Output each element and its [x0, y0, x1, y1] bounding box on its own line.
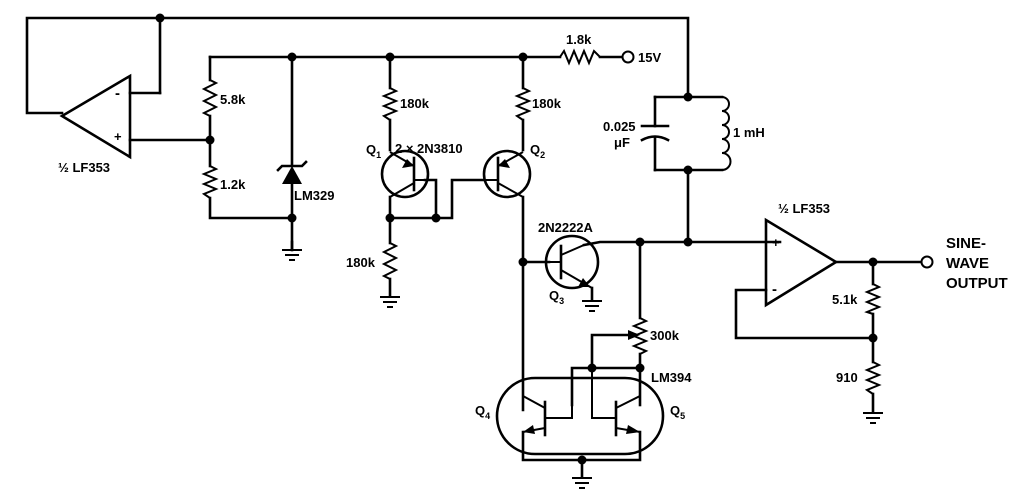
resistor-180k-q1 [381, 87, 399, 121]
label-q2: Q2 [530, 142, 545, 160]
label-2n3810: 2 × 2N3810 [395, 141, 463, 156]
grounds [282, 240, 883, 489]
resistor-5-1k [864, 283, 882, 315]
lm394-pair [495, 368, 665, 456]
ground-output [863, 412, 883, 424]
label-cap-value: 0.025 [603, 119, 636, 134]
label-180k-q1: 180k [400, 96, 430, 111]
opamp-2: + - ½ LF353 [764, 201, 839, 308]
label-910: 910 [836, 370, 858, 385]
opamp2-plus-label: + [772, 235, 780, 250]
label-q1: Q1 [366, 142, 381, 160]
label-2n2222a: 2N2222A [538, 220, 594, 235]
supply-terminal [621, 50, 635, 64]
label-15v: 15V [638, 50, 661, 65]
label-q5: Q5 [670, 403, 685, 421]
output-label-line1: SINE- [946, 235, 986, 252]
transistor-q3 [544, 234, 600, 290]
opamp2-minus-label: - [772, 281, 777, 298]
resistors [201, 48, 882, 395]
resistor-910 [864, 361, 882, 395]
opamp-1: - + ½ LF353 [58, 73, 132, 175]
label-1-8k: 1.8k [566, 32, 592, 47]
label-lm329: LM329 [294, 188, 334, 203]
opamp1-plus-label: + [114, 129, 122, 144]
opamp1-minus-label: - [115, 85, 120, 102]
label-300k: 300k [650, 328, 680, 343]
label-1-2k: 1.2k [220, 177, 246, 192]
transistor-q2 [482, 149, 532, 199]
ground-zener [282, 249, 302, 261]
label-180k-q2: 180k [532, 96, 562, 111]
tank-capacitor [640, 124, 670, 142]
ground-lm394 [572, 477, 592, 489]
label-180k-bottom: 180k [346, 255, 376, 270]
resistor-1-2k [201, 165, 219, 199]
opamp2-label: ½ LF353 [778, 201, 830, 216]
output-terminal [920, 255, 934, 269]
output-label-line2: WAVE [946, 255, 989, 272]
label-q4: Q4 [475, 403, 490, 421]
opamp1-label: ½ LF353 [58, 160, 110, 175]
output-label-line3: OUTPUT [946, 275, 1008, 292]
label-lm394: LM394 [651, 370, 692, 385]
junctions [155, 13, 878, 465]
tank-inductor [721, 96, 732, 171]
wires [25, 16, 922, 479]
label-5-8k: 5.8k [220, 92, 246, 107]
label-5-1k: 5.1k [832, 292, 858, 307]
resistor-5-8k [201, 79, 219, 117]
label-cap-unit: μF [614, 135, 630, 150]
component-labels: 5.8k 1.2k LM329 180k 180k 180k 1.8k 15V … [220, 32, 1008, 421]
resistor-1-8k [559, 48, 601, 66]
label-q3: Q3 [549, 288, 564, 306]
transistor-q1 [380, 149, 430, 199]
label-inductor: 1 mH [733, 125, 765, 140]
resistor-180k-bottom [381, 242, 399, 280]
zener-lm329 [276, 160, 308, 184]
ground-q3 [582, 286, 602, 312]
resistor-180k-q2 [514, 87, 532, 121]
ground-180k [380, 296, 400, 308]
